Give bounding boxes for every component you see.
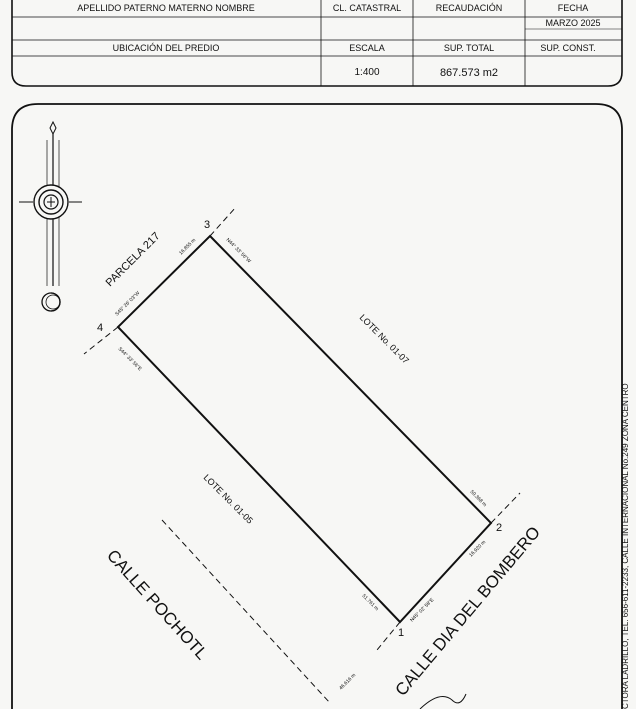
distance-3-2: 50.368 m <box>469 489 488 508</box>
date-label: FECHA <box>558 3 589 13</box>
bearing-4-3: S45° 26' 03"W <box>114 290 141 317</box>
scale-value: 1:400 <box>354 67 379 78</box>
property-location-label: UBICACIÓN DEL PREDIO <box>113 43 220 53</box>
scale-label: ESCALA <box>349 43 385 53</box>
vertex-2-label: 2 <box>496 522 502 534</box>
drawing-frame <box>11 103 623 709</box>
vertex-1-label: 1 <box>398 627 404 639</box>
lot-01-07-label: LOTE No. 01-07 <box>358 312 411 365</box>
signature-mark <box>419 693 467 709</box>
owner-name-label: APELLIDO PATERNO MATERNO NOMBRE <box>77 3 255 13</box>
side-contact-text: CTORA LADRILLO, TEL. 656-611-2233, CALLE… <box>621 383 630 709</box>
header-table: APELLIDO PATERNO MATERNO NOMBRE CL. CATA… <box>11 0 623 87</box>
distance-2-1: 16.920 m <box>468 539 487 558</box>
collection-label: RECAUDACIÓN <box>436 3 503 13</box>
vertex-3-label: 3 <box>204 219 210 231</box>
parcel-217-label: PARCELA 217 <box>104 230 163 289</box>
street-pochotl-label: CALLE POCHOTL <box>103 546 211 663</box>
distance-1-4: 51.761 m <box>361 593 380 612</box>
total-area-value: 867.573 m2 <box>440 67 498 79</box>
cadastral-key-label: CL. CATASTRAL <box>333 3 401 13</box>
parcel-polygon <box>116 234 493 624</box>
total-area-label: SUP. TOTAL <box>444 43 494 53</box>
distance-street: 46.616 m <box>338 672 357 691</box>
bearing-3-2: N44° 33' 56"W <box>225 237 252 264</box>
bearing-1-2: N45° 02' 58"E <box>409 597 436 624</box>
vertex-4-label: 4 <box>97 322 103 334</box>
date-value: MARZO 2025 <box>545 18 600 28</box>
lot-01-05-label: LOTE No. 01-05 <box>202 472 255 525</box>
north-arrow-icon <box>19 120 82 312</box>
built-area-label: SUP. CONST. <box>540 43 595 53</box>
distance-4-3: 16.855 m <box>178 237 197 256</box>
extension-lines <box>83 206 521 704</box>
